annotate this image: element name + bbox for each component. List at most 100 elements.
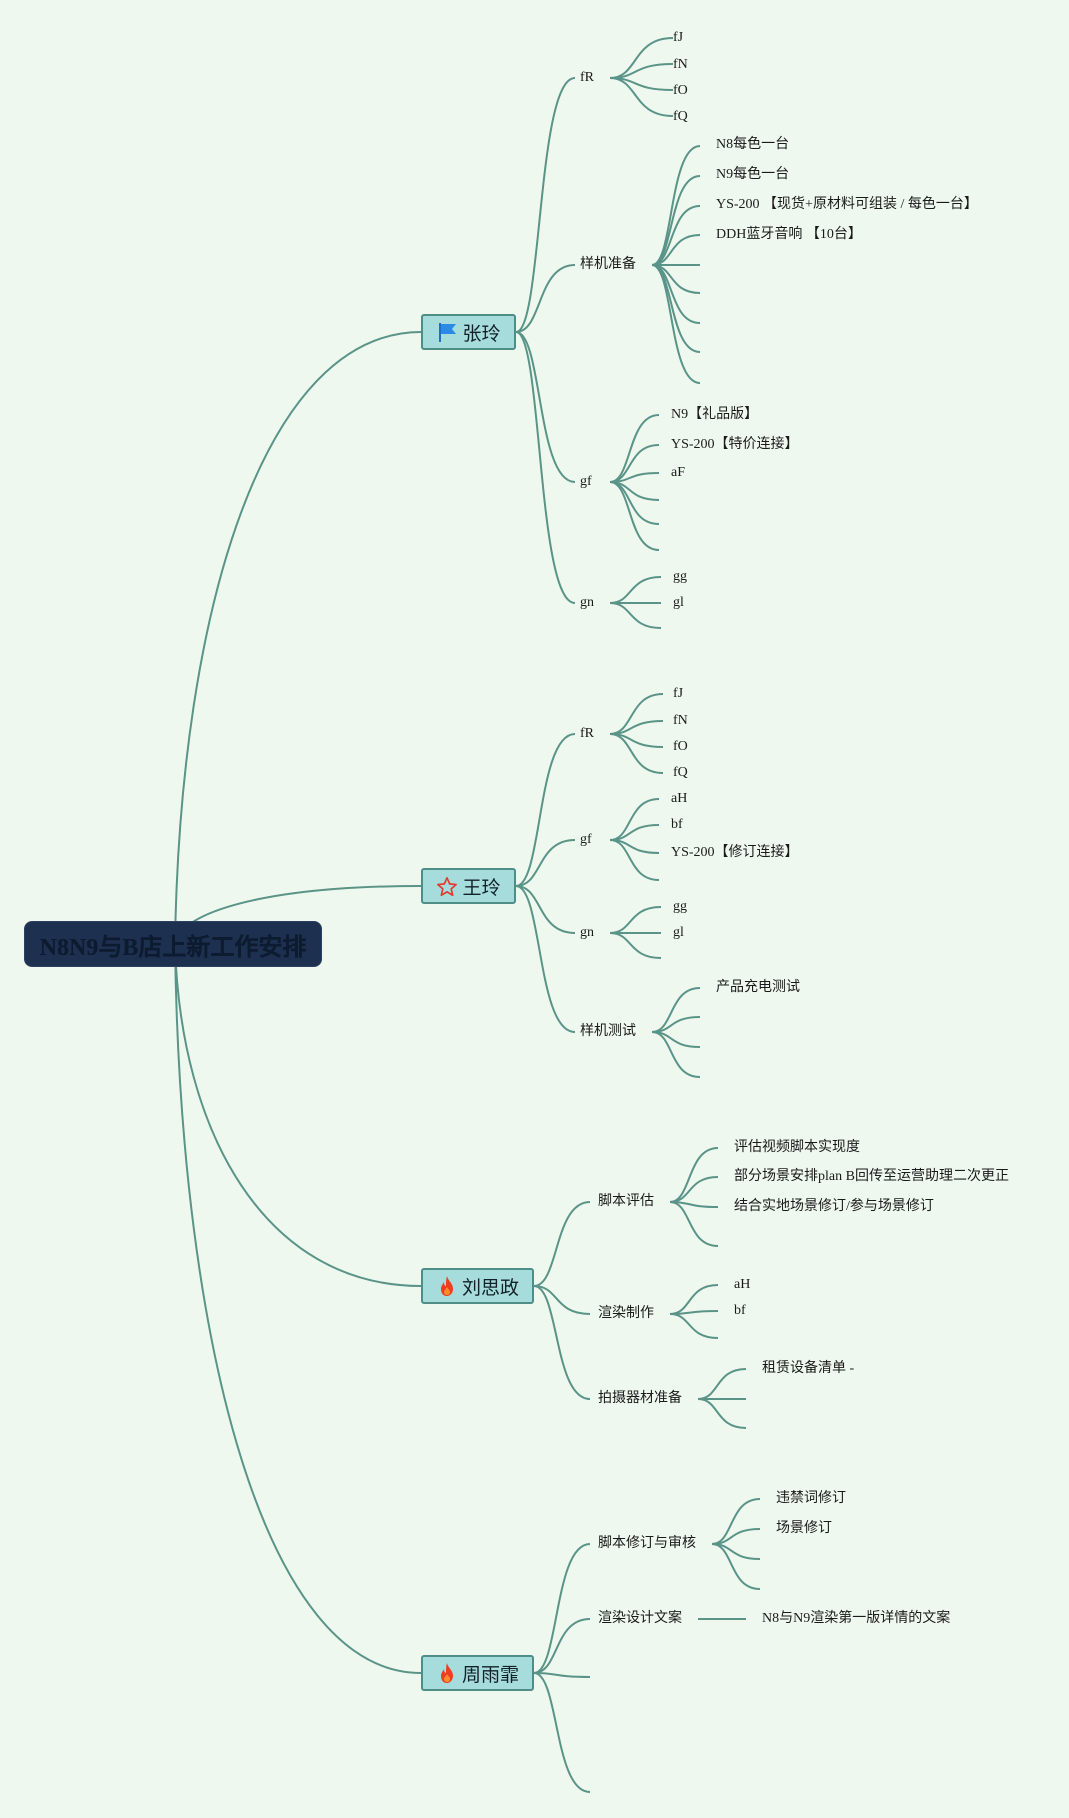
leaf-label[interactable]: aH [734,1277,751,1292]
branch-label[interactable]: fR [580,70,594,85]
leaf-label[interactable]: bf [671,817,683,832]
leaf-connector [609,602,662,629]
leaf-label[interactable]: fQ [673,109,688,124]
person-node-zhang-ling[interactable]: 张玲 [421,314,516,350]
person-name: 刘思政 [461,1277,519,1299]
root-connector [174,331,422,945]
leaf-label[interactable]: aF [671,465,685,480]
leaf-connector [609,932,662,959]
leaf-connector [609,37,674,79]
root-topic[interactable]: N8N9与B店上新工作安排 [25,922,321,966]
branch-label[interactable]: 渲染设计文案 [598,1611,682,1626]
leaf-label[interactable]: bf [734,1303,746,1318]
leaf-connector [697,1398,747,1429]
leaf-label[interactable]: N8与N9渲染第一版详情的文案 [762,1611,951,1626]
branch-connector [515,885,576,1033]
leaf-connector [669,1201,719,1247]
leaf-label[interactable]: fJ [673,686,684,701]
person-name: 周雨霏 [461,1664,519,1686]
leaf-connector [609,576,662,604]
leaf-label[interactable]: DDH蓝牙音响 【10台】 [716,227,862,242]
branch-label[interactable]: 样机准备 [580,257,636,272]
blue-flag-icon [436,321,458,343]
leaf-connector [711,1498,761,1545]
branch-connector [533,1285,591,1315]
branch-connector [515,839,576,887]
leaf-label[interactable]: gl [673,925,684,940]
leaf-connector [609,481,660,551]
leaf-label[interactable]: fJ [673,30,684,45]
root-title: N8N9与B店上新工作安排 [39,934,307,961]
leaf-label[interactable]: aH [671,791,688,806]
leaf-connector [669,1313,719,1339]
leaf-connector [609,481,660,525]
branch-label[interactable]: gf [580,474,592,489]
leaf-connector [609,906,662,934]
branch-label[interactable]: fR [580,726,594,741]
person-node-liu-sizheng[interactable]: 刘思政 [421,1268,534,1304]
leaf-label[interactable]: fQ [673,765,688,780]
leaf-connector [651,987,701,1033]
branch-connector [533,1672,591,1793]
leaf-label[interactable]: N9【礼品版】 [671,407,759,422]
branch-connector [515,885,576,934]
branch-label[interactable]: gn [580,595,594,610]
leaf-connector [651,1031,701,1078]
leaf-label[interactable]: YS-200 【现货+原材料可组装 / 每色一台】 [716,197,978,212]
branch-connector [515,331,576,483]
branch-connector [515,77,576,333]
person-node-zhou-yufei[interactable]: 周雨霏 [421,1655,534,1691]
leaf-label[interactable]: fN [673,57,688,72]
branch-label[interactable]: 脚本修订与审核 [598,1536,696,1551]
branch-label[interactable]: 脚本评估 [598,1194,654,1209]
leaf-connector [609,693,664,735]
leaf-label[interactable]: YS-200【特价连接】 [671,437,799,452]
leaf-label[interactable]: 租赁设备清单 - [762,1361,855,1376]
leaf-label[interactable]: gl [673,595,684,610]
leaf-label[interactable]: 结合实地场景修订/参与场景修订 [734,1199,934,1214]
leaf-connector [669,1147,719,1203]
leaf-connector [609,77,674,117]
leaf-label[interactable]: N8每色一台 [716,137,790,152]
branch-label[interactable]: 拍摄器材准备 [598,1391,682,1406]
leaf-label[interactable]: gg [673,569,687,584]
person-node-wang-ling[interactable]: 王玲 [421,868,516,904]
leaf-label[interactable]: fN [673,713,688,728]
leaf-label[interactable]: 部分场景安排plan B回传至运营助理二次更正 [734,1169,1009,1184]
leaf-label[interactable]: 产品充电测试 [716,980,800,995]
leaf-label[interactable]: N9每色一台 [716,167,790,182]
branch-connector [515,264,576,333]
branch-connector [533,1672,591,1678]
leaf-label[interactable]: 场景修订 [776,1521,832,1536]
fire-icon [436,1662,458,1684]
leaf-label[interactable]: 违禁词修订 [776,1491,846,1506]
fire-icon [436,1275,458,1297]
root-connector [174,943,422,1674]
leaf-connector [609,839,660,881]
leaf-connector [609,414,660,483]
leaf-label[interactable]: fO [673,83,688,98]
leaf-connector [711,1543,761,1590]
branch-connector [515,331,576,604]
leaf-connector [651,264,701,324]
branch-label[interactable]: 渲染制作 [598,1306,654,1321]
person-name: 张玲 [462,323,501,345]
leaf-connector [651,205,701,266]
branch-label[interactable]: gn [580,925,594,940]
leaf-label[interactable]: fO [673,739,688,754]
branch-label[interactable]: gf [580,832,592,847]
leaf-connector [609,733,664,774]
leaf-label[interactable]: gg [673,899,687,914]
leaf-connector [697,1368,747,1400]
branch-connector [533,1201,591,1287]
leaf-connector [651,264,701,384]
branch-label[interactable]: 样机测试 [580,1024,636,1039]
leaf-label[interactable]: YS-200【修订连接】 [671,845,799,860]
branch-connector [533,1618,591,1674]
leaf-connector [609,798,660,841]
leaf-label[interactable]: 评估视频脚本实现度 [734,1140,860,1155]
person-name: 王玲 [462,877,501,899]
red-star-outline-icon [436,875,458,897]
